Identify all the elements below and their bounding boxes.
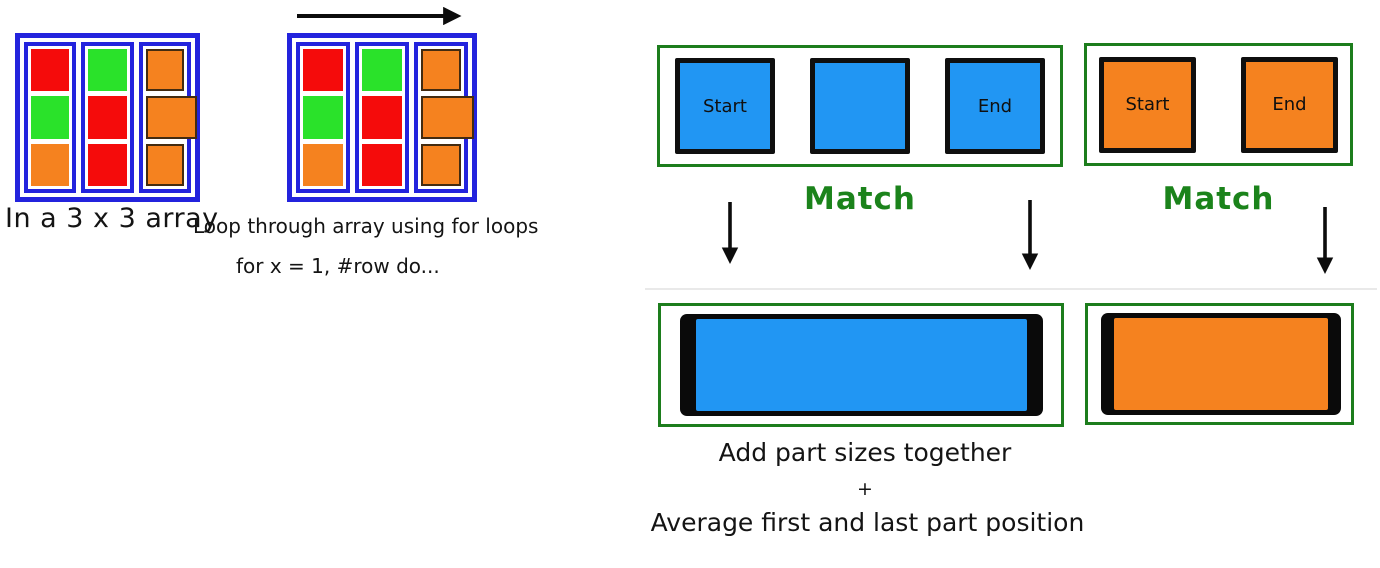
- array-cell-orange: [31, 143, 70, 186]
- array-cell-orange: [421, 96, 474, 139]
- track-square-start: Start: [675, 58, 775, 154]
- orange-merged-bar: [1101, 313, 1341, 415]
- blue-match-label: Match: [803, 181, 917, 217]
- orange-merged-bar-box: [1085, 303, 1354, 425]
- array-column: [414, 42, 474, 193]
- array-cell-red: [31, 49, 70, 92]
- caption-add-sizes: Add part sizes together: [718, 438, 1012, 467]
- track-square: [810, 58, 910, 154]
- orange-match-label: Match: [1162, 181, 1275, 217]
- array-grid-static: [15, 33, 200, 202]
- array-cell-orange: [421, 143, 461, 186]
- grid-loop-caption-line1: Loop through array using for loops: [193, 214, 539, 238]
- array-cell-red: [88, 96, 127, 139]
- array-cell-red: [362, 96, 402, 139]
- array-column: [24, 42, 77, 193]
- blue-merged-bar-box: [658, 303, 1064, 427]
- array-column: [81, 42, 134, 193]
- array-column: [138, 42, 197, 193]
- array-cell-green: [31, 96, 70, 139]
- array-grid-loop: [287, 33, 477, 202]
- track-square-end: End: [945, 58, 1045, 154]
- array-cell-green: [362, 49, 402, 92]
- array-cell-orange: [421, 49, 461, 92]
- blue-merged-bar-fill: [696, 319, 1027, 411]
- blue-track: Start End: [657, 45, 1063, 167]
- caption-average-position: Average first and last part position: [650, 508, 1085, 537]
- orange-track: Start End: [1084, 43, 1353, 166]
- array-cell-orange: [303, 143, 343, 186]
- array-cell-red: [362, 143, 402, 186]
- array-cell-orange: [145, 143, 184, 186]
- scan-artifact-line: [645, 288, 1377, 290]
- array-cell-green: [88, 49, 127, 92]
- track-square-start: Start: [1099, 56, 1196, 153]
- array-cell-red: [88, 143, 127, 186]
- array-cell-orange: [145, 49, 184, 92]
- track-square-end: End: [1241, 56, 1338, 153]
- blue-merged-bar: [680, 314, 1043, 416]
- array-cell-orange: [145, 96, 197, 139]
- array-cell-red: [303, 49, 343, 92]
- orange-merged-bar-fill: [1114, 318, 1328, 410]
- array-cell-green: [303, 96, 343, 139]
- caption-plus: +: [857, 478, 873, 500]
- grid-loop-caption-line2: for x = 1, #row do...: [236, 254, 440, 278]
- array-column: [296, 42, 350, 193]
- grid-static-caption: In a 3 x 3 array: [5, 203, 219, 234]
- array-column: [355, 42, 409, 193]
